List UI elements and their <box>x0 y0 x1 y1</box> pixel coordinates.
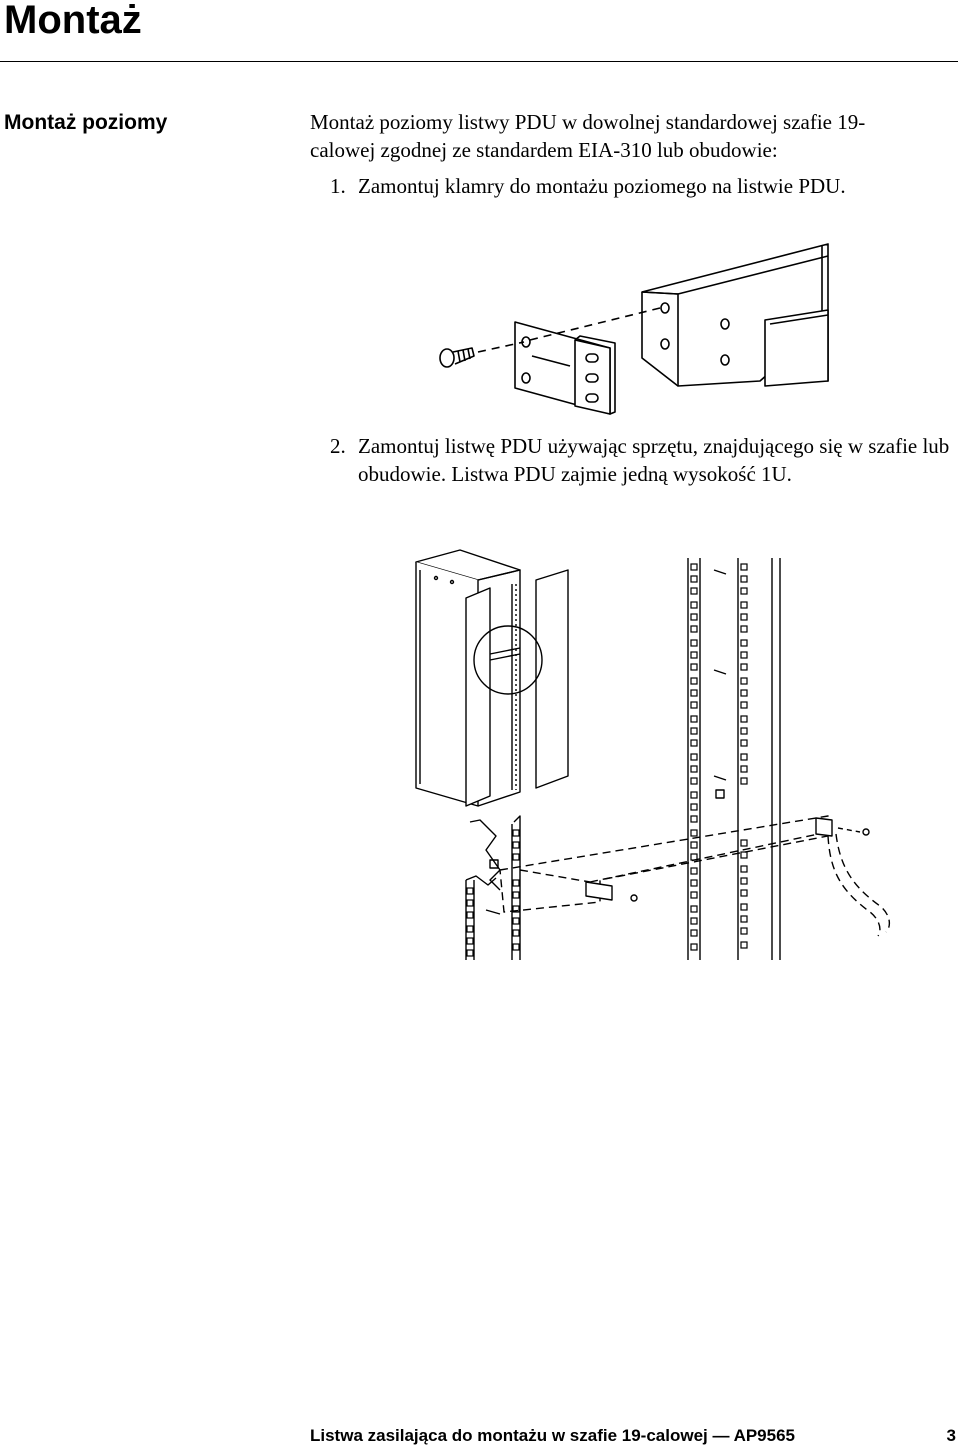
step-1: 1. Zamontuj klamry do montażu poziomego … <box>330 172 958 200</box>
rail-holes-right <box>690 563 748 951</box>
step-2-number: 2. <box>330 434 346 458</box>
bracket-mounting-illustration <box>439 243 829 415</box>
step-2: 2. Zamontuj listwę PDU używając sprzętu,… <box>330 432 958 488</box>
step-1-number: 1. <box>330 174 346 198</box>
intro-paragraph: Montaż poziomy listwy PDU w dowolnej sta… <box>310 110 866 162</box>
step-2-text: Zamontuj listwę PDU używając sprzętu, zn… <box>358 434 950 486</box>
step-1-text: Zamontuj klamry do montażu poziomego na … <box>358 174 846 198</box>
section-heading: Montaż poziomy <box>4 111 168 134</box>
page-title: Montaż <box>4 0 142 42</box>
rack-mounting-illustration <box>415 549 891 960</box>
page-number: 3 <box>946 1426 956 1445</box>
rail-holes-left <box>466 829 520 957</box>
footer-document-title: Listwa zasilająca do montażu w szafie 19… <box>310 1426 795 1445</box>
title-divider <box>0 61 958 62</box>
